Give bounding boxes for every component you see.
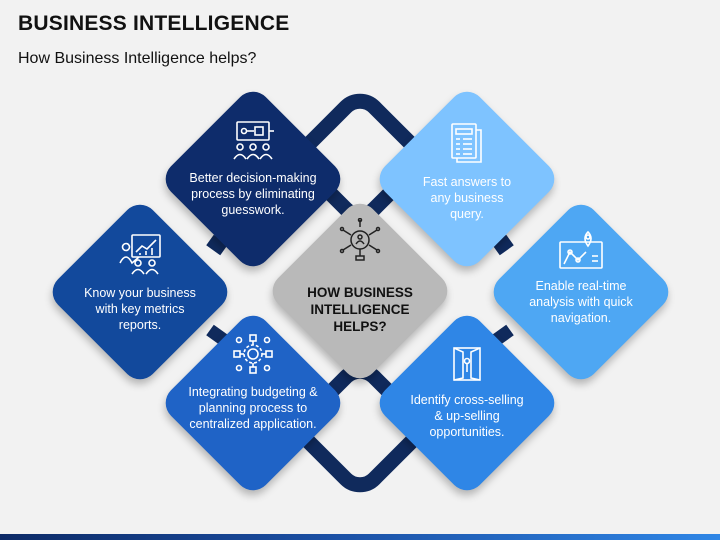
document-list-icon [451, 123, 482, 163]
item-cross-selling: Identify cross-selling & up-selling oppo… [382, 346, 552, 440]
connector-right-bottom [492, 324, 514, 346]
connector-right-top [492, 234, 514, 256]
slide-title: BUSINESS INTELLIGENCE [18, 12, 290, 35]
analytics-board-icon [119, 234, 161, 275]
item-text: Identify cross-selling & up-selling oppo… [410, 393, 524, 439]
slide-subtitle: How Business Intelligence helps? [18, 50, 257, 67]
item-text: Better decision-making process by elimin… [189, 171, 317, 217]
item-real-time: Enable real-time analysis with quick nav… [496, 230, 666, 326]
presentation-meeting-icon [233, 121, 274, 160]
lightbulb-person-icon [339, 218, 381, 261]
item-fast-answers: Fast answers to any business query. [382, 122, 552, 222]
item-text: Enable real-time analysis with quick nav… [529, 279, 633, 325]
item-decision-making: Better decision-making process by elimin… [168, 120, 338, 218]
item-budgeting: Integrating budgeting & planning process… [168, 334, 338, 432]
center-label: HOW BUSINESS INTELLIGENCE HELPS? [307, 285, 413, 334]
connector-left-top [206, 234, 228, 256]
item-text: Know your business with key metrics repo… [84, 286, 196, 332]
map-location-icon [559, 230, 603, 269]
item-key-metrics: Know your business with key metrics repo… [55, 233, 225, 333]
door-opportunity-icon [453, 347, 481, 381]
item-text: Fast answers to any business query. [422, 175, 512, 221]
footer-bar [0, 534, 720, 540]
item-text: Integrating budgeting & planning process… [188, 385, 318, 431]
process-integration-icon [233, 334, 273, 374]
